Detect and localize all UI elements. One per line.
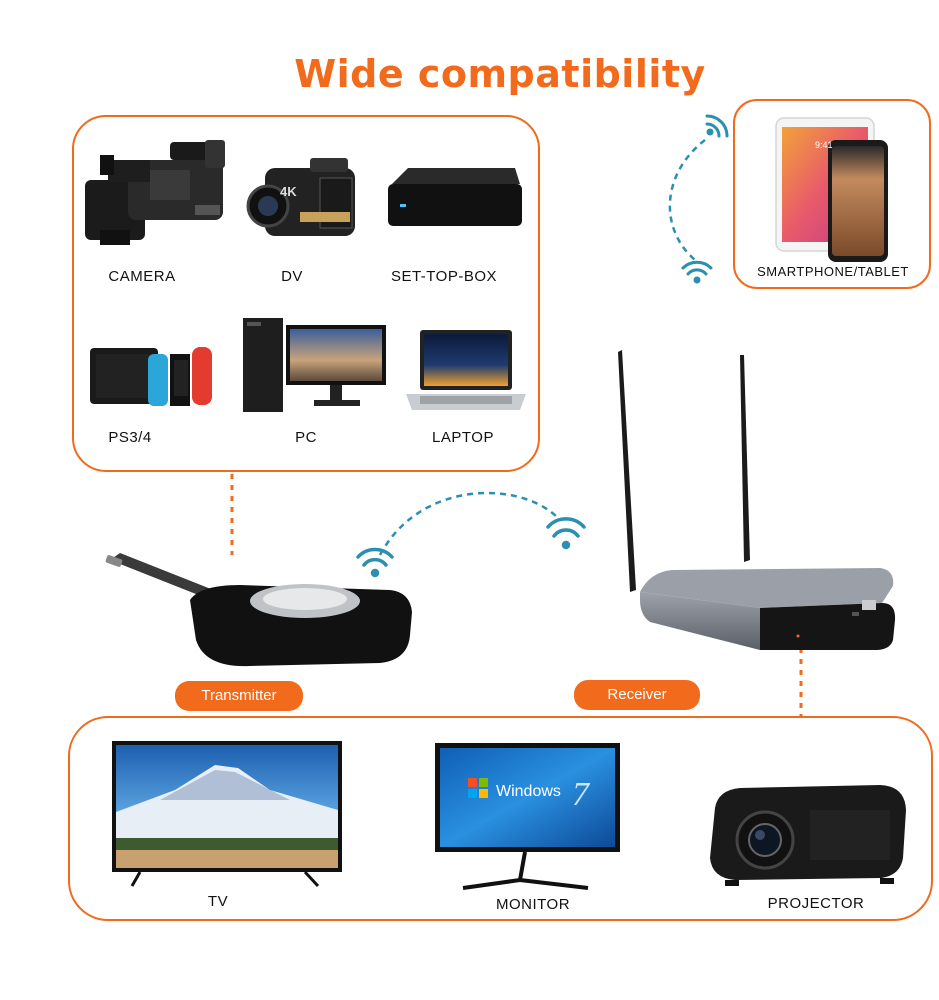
wifi-icon [705,114,729,138]
transmitter-badge: Transmitter [175,681,303,711]
pc-image [243,318,386,412]
page-title: Wide compatibility [294,52,706,96]
dv-badge: 4K [280,184,297,199]
projector-image [710,785,906,886]
wifi-icon [356,547,394,578]
phone-time: 9:41 [815,140,833,150]
set-top-box-image [388,168,522,226]
set-top-box-label: SET-TOP-BOX [390,268,498,285]
game-console-image [90,347,212,406]
wifi-icon [546,517,586,550]
receiver-image [618,350,896,650]
monitor-image: Windows 7 [435,743,620,890]
ps-label: PS3/4 [108,429,152,446]
camera-image [85,140,225,245]
receiver-badge: Receiver [574,680,700,710]
camera-label: CAMERA [108,268,176,285]
dv-camcorder-image: 4K [246,158,355,236]
source-devices-panel [72,115,540,472]
tv-image [112,741,342,888]
windows-logo-text: Windows [496,783,561,800]
wifi-icon [681,260,713,284]
projector-label: PROJECTOR [767,895,865,912]
dv-label: DV [281,268,303,285]
laptop-image [406,330,526,410]
smartphone-tablet-label: SMARTPHONE/TABLET [757,264,909,279]
transmitter-image [105,553,412,667]
smartphone-panel [733,99,931,289]
laptop-label: LAPTOP [432,429,494,446]
display-devices-panel [68,716,933,921]
monitor-label: MONITOR [495,896,571,913]
svg-text:7: 7 [572,776,591,813]
pc-label: PC [295,429,317,446]
smartphone-tablet-image: 9:41 [775,117,888,262]
tv-label: TV [207,893,229,910]
